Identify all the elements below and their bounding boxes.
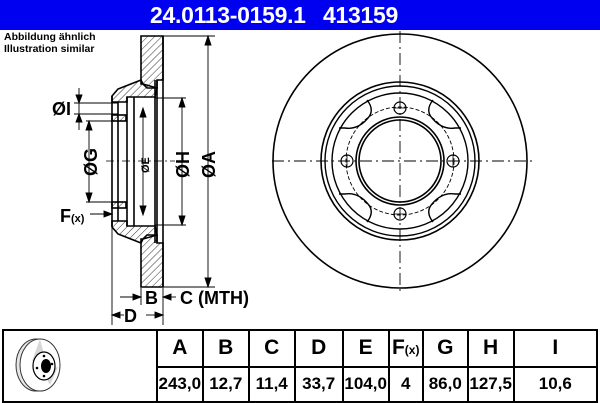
front-view xyxy=(272,31,533,292)
header-bar: 24.0113-0159.1 413159 xyxy=(0,0,600,30)
col-header-B: B xyxy=(201,329,250,368)
col-header-G: G xyxy=(421,329,469,368)
value-I: 10,6 xyxy=(512,365,599,403)
note-line-en: Illustration similar xyxy=(4,43,95,55)
dimension-lines xyxy=(74,34,215,325)
label-H: ØH xyxy=(173,151,193,178)
table-header-row: A B C D E F(x) G H I xyxy=(2,329,599,403)
value-E: 104,0 xyxy=(341,365,390,403)
col-header-H: H xyxy=(466,329,515,368)
col-header-F: F(x) xyxy=(387,329,424,368)
value-F: 4 xyxy=(387,365,424,403)
col-header-C: C xyxy=(247,329,296,368)
value-G: 86,0 xyxy=(421,365,469,403)
col-header-E: E xyxy=(341,329,390,368)
value-C: 11,4 xyxy=(247,365,296,403)
label-C: C (MTH) xyxy=(180,288,249,308)
col-header-D: D xyxy=(293,329,344,368)
value-H: 127,5 xyxy=(466,365,515,403)
label-A: ØA xyxy=(199,151,219,178)
col-header-I: I xyxy=(512,329,599,368)
technical-drawing: ØI ØG ØE ØH ØA F(x) B C (MTH) D xyxy=(52,31,533,326)
note-line-de: Abbildung ähnlich xyxy=(4,31,96,43)
label-B: B xyxy=(145,288,158,308)
part-number: 24.0113-0159.1 xyxy=(150,2,306,28)
table-value-row: 243,0 12,7 11,4 33,7 104,0 4 86,0 127,5 … xyxy=(3,365,599,403)
value-B: 12,7 xyxy=(201,365,250,403)
dimension-labels: ØI ØG ØE ØH ØA F(x) B C (MTH) D xyxy=(52,99,249,326)
label-E: ØE xyxy=(140,157,152,173)
col-header-A: A xyxy=(155,329,204,368)
illustration-note: Abbildung ähnlich Illustration similar xyxy=(4,31,96,55)
reference-number: 413159 xyxy=(323,2,398,28)
cross-section-view xyxy=(111,35,164,288)
label-G: ØG xyxy=(81,148,101,176)
specifications-table: A B C D E F(x) G H I 243,0 12,7 11,4 33,… xyxy=(2,329,599,403)
value-A: 243,0 xyxy=(155,365,204,403)
value-D: 33,7 xyxy=(293,365,344,403)
brake-disc-thumbnail-icon xyxy=(15,338,61,392)
label-I: ØI xyxy=(52,99,71,119)
thumbnail-cell xyxy=(2,329,158,403)
label-D: D xyxy=(124,306,137,326)
label-F: F(x) xyxy=(60,206,85,226)
